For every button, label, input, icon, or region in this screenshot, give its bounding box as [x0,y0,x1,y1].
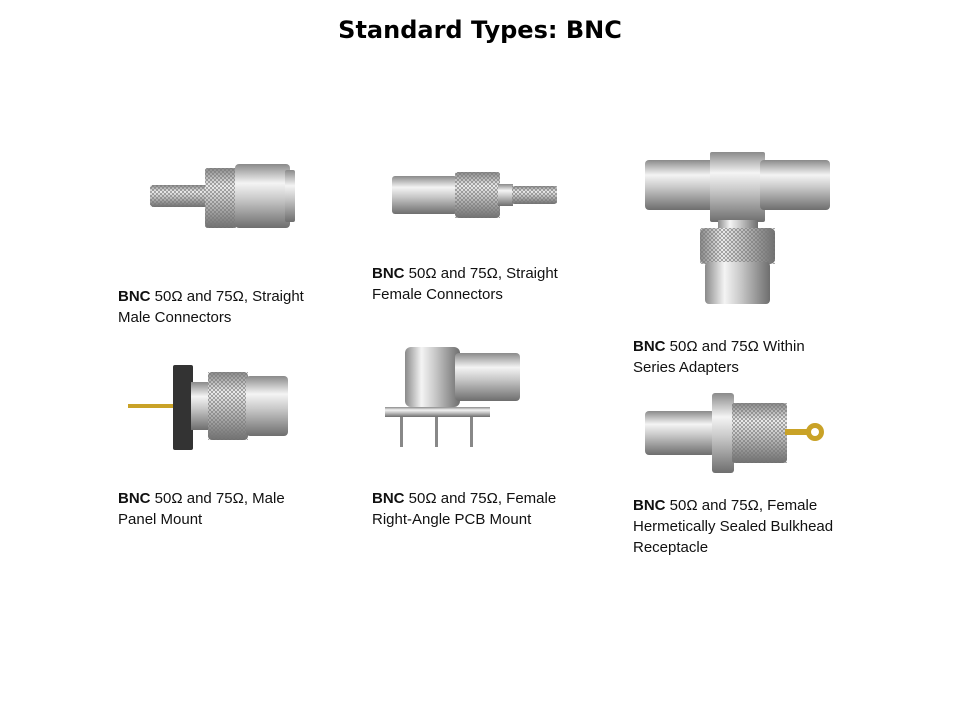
bnc-right-angle-pcb-mount-image [385,347,520,447]
bnc-tee-adapter-image [645,152,830,304]
bnc-bulkhead-receptacle-image [645,393,824,473]
bnc-straight-male-connector-image [150,164,295,228]
slide-title: Standard Types: BNC [338,16,622,44]
bnc-male-panel-mount-image [128,365,288,450]
bnc-straight-female-connector-image [392,172,557,218]
